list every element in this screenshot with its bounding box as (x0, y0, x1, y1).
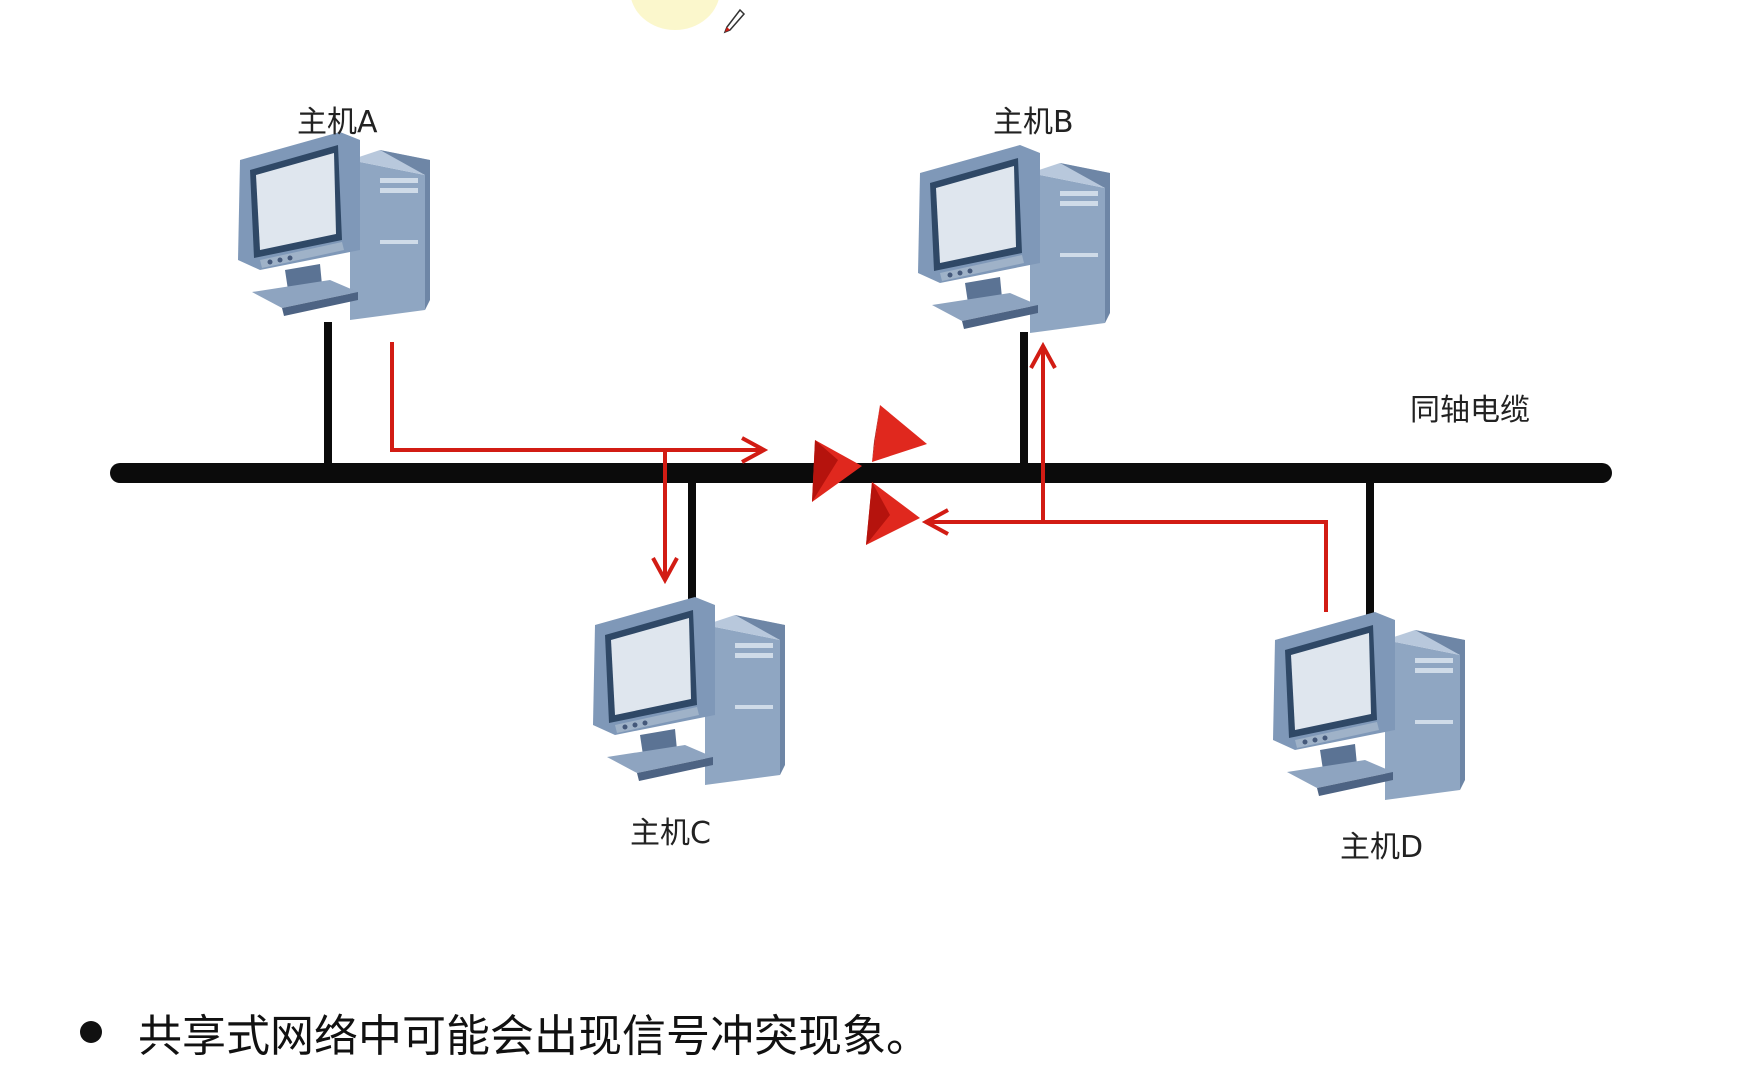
signal-path-d (930, 520, 1328, 612)
host-b-computer-icon (918, 145, 1110, 333)
collision-icon (812, 405, 927, 545)
host-a-computer-icon (238, 132, 430, 320)
host-a-label: 主机A (297, 105, 378, 140)
caption-text: 共享式网络中可能会出现信号冲突现象。 (138, 1011, 930, 1062)
pen-cursor-icon (723, 8, 746, 34)
bullet-icon (80, 1021, 102, 1043)
host-d-computer-icon (1273, 612, 1465, 800)
cable-label: 同轴电缆 (1410, 393, 1530, 428)
caption: 共享式网络中可能会出现信号冲突现象。 (80, 1000, 930, 1064)
host-b-label: 主机B (993, 105, 1074, 140)
host-c-label: 主机C (630, 816, 711, 851)
host-c-computer-icon (593, 597, 785, 785)
signal-path-a (390, 342, 760, 452)
host-d-label: 主机D (1340, 830, 1424, 865)
